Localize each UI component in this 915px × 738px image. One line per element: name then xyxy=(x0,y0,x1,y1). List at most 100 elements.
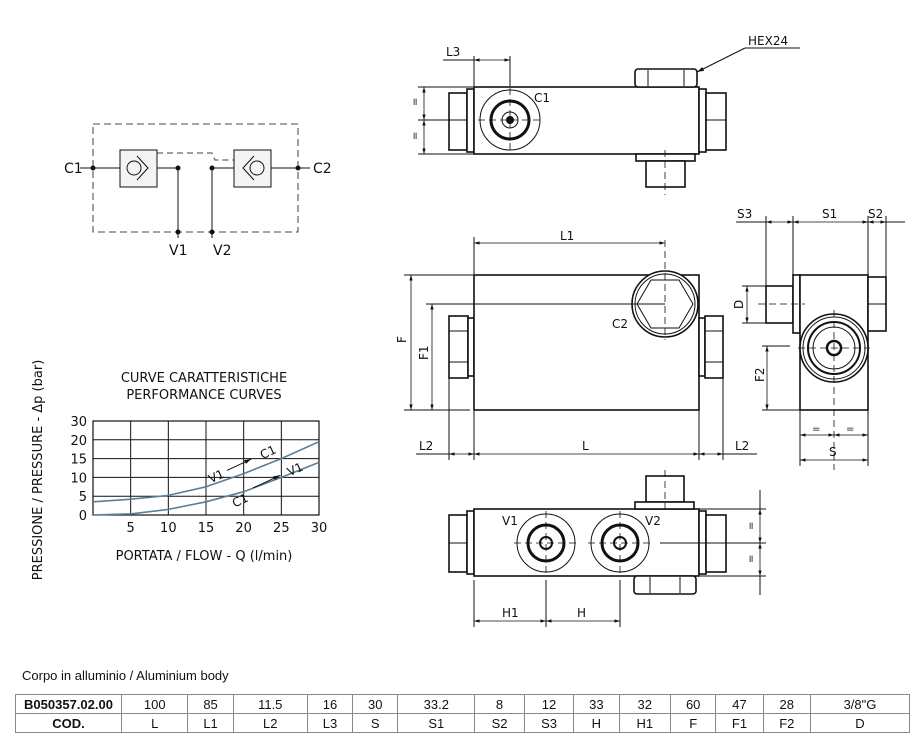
dimension-header: L xyxy=(120,713,189,733)
y-tick-label: 15 xyxy=(70,453,87,468)
x-tick-label: 5 xyxy=(127,521,135,536)
annotation-from: V1 xyxy=(206,467,226,486)
dim-label-s2: S2 xyxy=(868,207,883,221)
check-valve-right xyxy=(233,149,272,188)
dimension-value: 33 xyxy=(573,694,620,714)
dim-label-s1: S1 xyxy=(822,207,837,221)
check-valve-left xyxy=(119,149,158,188)
dim-label-h1: H1 xyxy=(502,606,519,620)
x-tick-label: 10 xyxy=(160,521,177,536)
dim-label-h: H xyxy=(577,606,586,620)
front-view: C2 L1 F F1 L2 L L2 xyxy=(395,229,757,460)
dimension-header: F2 xyxy=(762,713,811,733)
bottom-view: V1 V2 H1 H = = xyxy=(448,470,766,627)
curve-c1-to-v1 xyxy=(92,461,320,516)
hex-plug xyxy=(633,575,697,595)
dimension-header: D xyxy=(809,713,911,733)
port-stem xyxy=(765,285,794,324)
y-axis-label: PRESSIONE / PRESSURE - Δp (bar) xyxy=(31,360,46,581)
dimension-header: L1 xyxy=(187,713,234,733)
x-tick-label: 20 xyxy=(235,521,252,536)
port-label-c2: C2 xyxy=(612,317,628,331)
fitting-left xyxy=(448,315,469,379)
dimension-value: 33.2 xyxy=(397,694,476,714)
dim-label-f1: F1 xyxy=(417,345,431,360)
dimension-header: S xyxy=(352,713,399,733)
dimension-value: 16 xyxy=(306,694,354,714)
dim-label-l3: L3 xyxy=(446,45,460,59)
bottom-port-stem xyxy=(645,160,686,188)
dimension-header: L2 xyxy=(232,713,308,733)
port-v1 xyxy=(514,511,578,575)
dimension-header: F xyxy=(670,713,717,733)
dimension-header: S1 xyxy=(397,713,476,733)
equal-mark: = xyxy=(746,522,757,530)
chart-subtitle: PERFORMANCE CURVES xyxy=(126,388,281,403)
top-view: C1 L3 HEX24 = = xyxy=(410,34,800,195)
chart-lines xyxy=(92,440,320,516)
dim-label-l: L xyxy=(582,439,589,453)
annotation-to: C1 xyxy=(258,443,278,462)
dim-label-l1: L1 xyxy=(560,229,574,243)
curve-annotation-upper: V1 C1 xyxy=(206,443,278,487)
equal-mark: = xyxy=(410,98,421,106)
fitting-left xyxy=(448,92,468,151)
port-face xyxy=(798,310,870,470)
dim-label-f: F xyxy=(395,336,409,343)
side-view: S3 S1 S2 D F2 = = S xyxy=(732,207,905,470)
port-label-v2: V2 xyxy=(213,243,231,259)
port-label-c2: C2 xyxy=(313,161,332,177)
y-tick-label: 20 xyxy=(70,434,87,449)
x-tick-label: 15 xyxy=(198,521,215,536)
y-tick-label: 30 xyxy=(70,415,87,430)
dimension-value: 100 xyxy=(120,694,189,714)
x-tick-label: 30 xyxy=(311,521,328,536)
dimension-value: 8 xyxy=(474,694,525,714)
dim-label-d: D xyxy=(732,300,746,309)
equal-mark: = xyxy=(812,424,820,435)
port-label-c1: C1 xyxy=(64,161,83,177)
dimension-value: 12 xyxy=(523,694,575,714)
annotation-from: C1 xyxy=(230,491,250,510)
fitting-right xyxy=(704,315,724,379)
dimension-header: H1 xyxy=(618,713,672,733)
chart-grid xyxy=(92,420,320,516)
code-header: COD. xyxy=(15,713,122,733)
dimension-header: S3 xyxy=(523,713,575,733)
hydraulic-schematic: C1 C2 V1 V2 xyxy=(64,123,332,259)
y-tick-label: 0 xyxy=(79,509,87,524)
dimension-value: 11.5 xyxy=(232,694,308,714)
y-tick-label: 5 xyxy=(79,490,87,505)
port-label-c1: C1 xyxy=(534,91,550,105)
port-label-v1: V1 xyxy=(169,243,187,259)
curve-annotation-lower: C1 V1 xyxy=(230,460,305,511)
dim-label-f2: F2 xyxy=(753,367,767,382)
port-label-v2: V2 xyxy=(645,514,661,528)
x-axis-label: PORTATA / FLOW - Q (l/min) xyxy=(116,549,293,564)
port-label-v1: V1 xyxy=(502,514,518,528)
dimension-header: S2 xyxy=(474,713,525,733)
dimension-value: 32 xyxy=(618,694,672,714)
x-tick-label: 25 xyxy=(273,521,290,536)
product-code: B050357.02.00 xyxy=(15,694,122,714)
dim-label-s3: S3 xyxy=(737,207,752,221)
equal-mark: = xyxy=(846,424,854,435)
dimension-header: L3 xyxy=(306,713,354,733)
dim-label-l2-left: L2 xyxy=(419,439,433,453)
dimension-value: 85 xyxy=(187,694,234,714)
material-caption: Corpo in alluminio / Aluminium body xyxy=(22,668,229,683)
curve-v1-to-c1 xyxy=(92,440,320,503)
equal-mark: = xyxy=(746,555,757,563)
port-c1 xyxy=(478,88,542,152)
port-c2-hex xyxy=(631,240,699,340)
valve-body-outline xyxy=(92,123,299,233)
fitting-right xyxy=(705,92,727,151)
dimension-value: 3/8"G xyxy=(809,694,911,714)
dimension-header: F1 xyxy=(715,713,764,733)
chart-ticks: 0 5 10 15 20 30 5 10 15 20 25 30 xyxy=(70,415,327,536)
dimension-value: 47 xyxy=(715,694,764,714)
y-tick-label: 10 xyxy=(70,471,87,486)
